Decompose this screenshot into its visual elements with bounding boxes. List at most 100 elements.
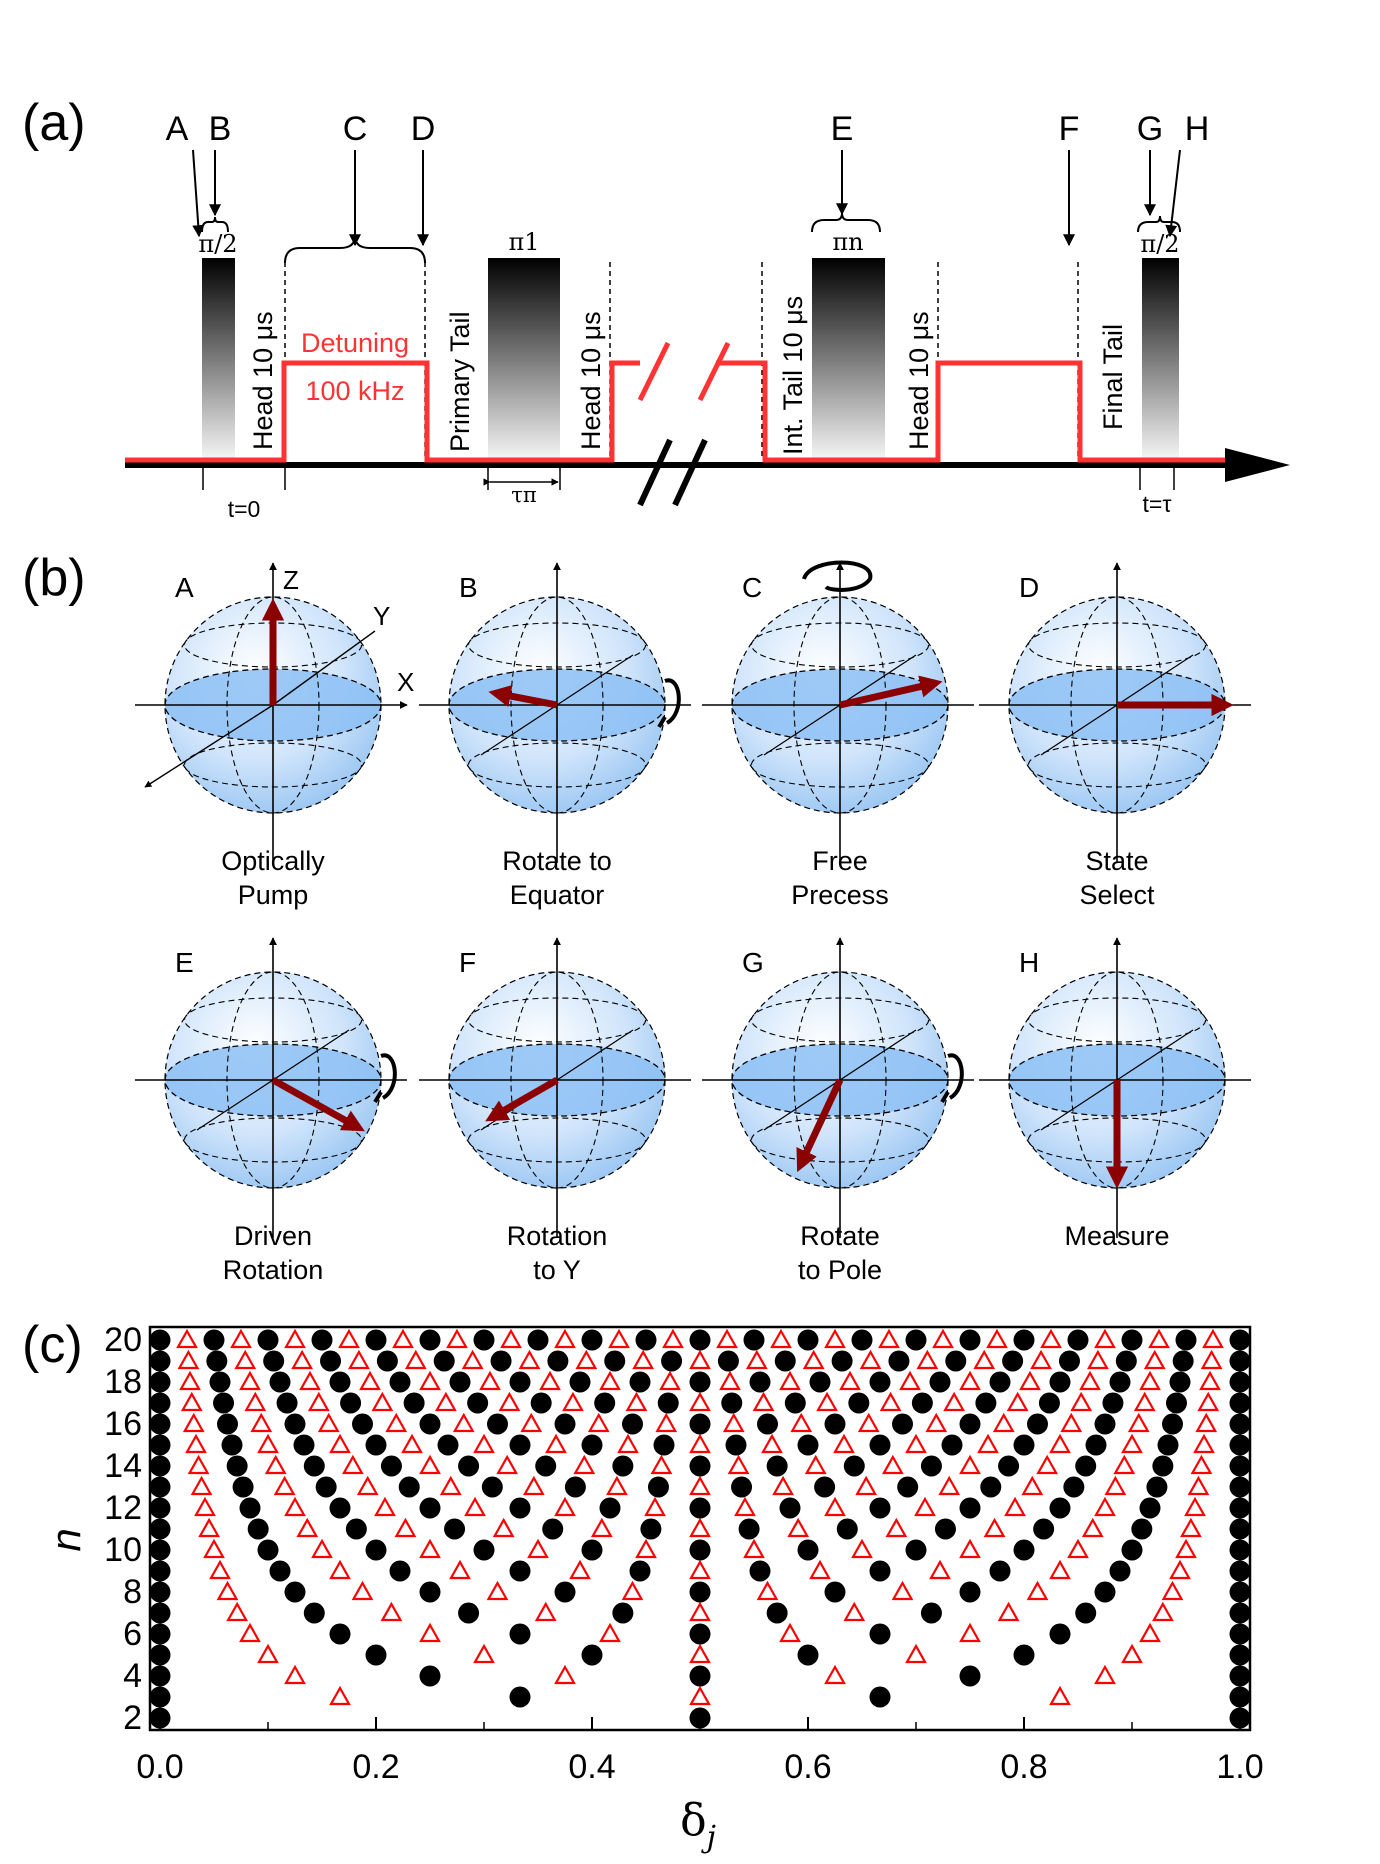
circle-marker: [419, 1329, 441, 1351]
circle-marker: [657, 1392, 679, 1414]
circle-marker: [203, 1329, 225, 1351]
circle-marker: [721, 1392, 743, 1414]
triangle-marker: [905, 1643, 927, 1664]
circle-marker: [1152, 1455, 1174, 1477]
triangle-marker: [770, 1328, 792, 1349]
sphere-caption: Select: [1079, 880, 1155, 910]
triangle-marker: [625, 1391, 648, 1412]
circle-marker: [419, 1497, 441, 1519]
circle-marker: [1115, 1350, 1137, 1372]
circle-marker: [303, 1455, 325, 1477]
circle-marker: [1102, 1392, 1124, 1414]
circle-marker: [1162, 1413, 1183, 1435]
circle-marker: [554, 1581, 576, 1603]
triangle-marker: [446, 1328, 468, 1349]
circle-marker: [980, 1476, 1002, 1498]
x-tick-label: 0.2: [352, 1748, 399, 1786]
axis-break-1: [637, 438, 673, 507]
triangle-marker: [522, 1475, 545, 1496]
circle-marker: [1229, 1455, 1251, 1477]
circle-marker: [542, 1518, 564, 1540]
circle-marker: [365, 1539, 387, 1561]
circle-marker: [1229, 1539, 1251, 1561]
circle-marker: [320, 1350, 342, 1372]
event-label-h: H: [1185, 110, 1210, 148]
state-vector-arrow: [488, 684, 558, 709]
circle-marker: [149, 1560, 171, 1582]
triangle-marker: [689, 1685, 711, 1706]
triangle-marker: [496, 1454, 519, 1475]
circle-marker: [1229, 1623, 1251, 1645]
rotation-arrow-icon: [657, 678, 681, 729]
triangle-marker: [573, 1454, 596, 1475]
circle-marker: [1175, 1329, 1197, 1351]
circle-marker: [1121, 1539, 1143, 1561]
triangle-marker: [772, 1475, 794, 1496]
triangle-marker: [338, 1328, 360, 1349]
triangle-marker: [371, 1391, 394, 1412]
circle-marker: [797, 1644, 819, 1666]
event-label-e: E: [831, 110, 854, 148]
circle-marker: [766, 1602, 788, 1624]
circle-marker: [1075, 1602, 1097, 1624]
triangle-marker: [779, 1370, 801, 1391]
circle-marker: [869, 1434, 891, 1456]
triangle-marker: [716, 1328, 738, 1349]
x-axis-label-text: δj: [680, 1795, 716, 1855]
circle-marker: [389, 1371, 411, 1393]
circle-marker: [473, 1539, 495, 1561]
axis-break-2: [672, 438, 708, 507]
circle-marker: [547, 1350, 569, 1372]
circle-marker: [226, 1455, 248, 1477]
triangle-marker: [916, 1349, 939, 1370]
circle-marker: [1157, 1434, 1179, 1456]
triangle-marker: [1004, 1496, 1026, 1517]
circle-marker: [247, 1518, 269, 1540]
segment-label-head-2: Head 10 μs: [576, 311, 606, 450]
triangle-marker: [878, 1328, 900, 1349]
triangle-marker: [449, 1559, 471, 1580]
triangle-marker: [1049, 1433, 1071, 1454]
triangle-marker: [1019, 1370, 1041, 1391]
triangle-marker: [419, 1370, 441, 1391]
circle-marker: [1229, 1392, 1251, 1414]
pulse-label-pin: πn: [832, 228, 863, 256]
triangle-marker: [1094, 1496, 1116, 1517]
sphere-caption: Rotate to: [502, 846, 612, 876]
triangle-marker: [914, 1496, 936, 1517]
triangle-marker: [518, 1349, 541, 1370]
circle-marker: [487, 1413, 508, 1435]
triangle-marker: [194, 1496, 216, 1517]
y-tick-label: 2: [123, 1699, 142, 1737]
circle-marker: [848, 1392, 870, 1414]
circle-marker: [749, 1560, 771, 1582]
sphere-caption: Rotation: [223, 1255, 324, 1285]
circle-marker: [467, 1392, 489, 1414]
triangle-marker: [839, 1370, 861, 1391]
segment-labels: Head 10 μs Primary Tail Head 10 μs Int. …: [248, 296, 1128, 455]
circle-marker: [888, 1350, 910, 1372]
panel-a-timing-diagram: (a) A B C D E F G H: [22, 94, 1290, 522]
x-tick-label: 0.8: [1000, 1748, 1047, 1786]
triangle-marker: [1006, 1391, 1029, 1412]
event-label-f: F: [1059, 110, 1080, 148]
triangle-marker: [606, 1475, 628, 1496]
triangle-marker: [1184, 1496, 1206, 1517]
triangle-marker: [177, 1349, 200, 1370]
triangle-marker: [983, 1517, 1006, 1538]
triangle-marker: [250, 1412, 273, 1433]
triangle-marker: [959, 1538, 981, 1559]
triangle-marker: [943, 1391, 965, 1412]
circle-marker: [689, 1329, 711, 1351]
triangle-marker: [587, 1412, 610, 1433]
circle-marker: [836, 1518, 858, 1540]
triangle-marker: [234, 1349, 257, 1370]
circle-marker: [647, 1476, 669, 1498]
y-tick-label: 18: [104, 1363, 142, 1401]
event-label-g: G: [1137, 110, 1163, 148]
triangle-marker: [329, 1685, 351, 1706]
circle-marker: [1169, 1371, 1191, 1393]
